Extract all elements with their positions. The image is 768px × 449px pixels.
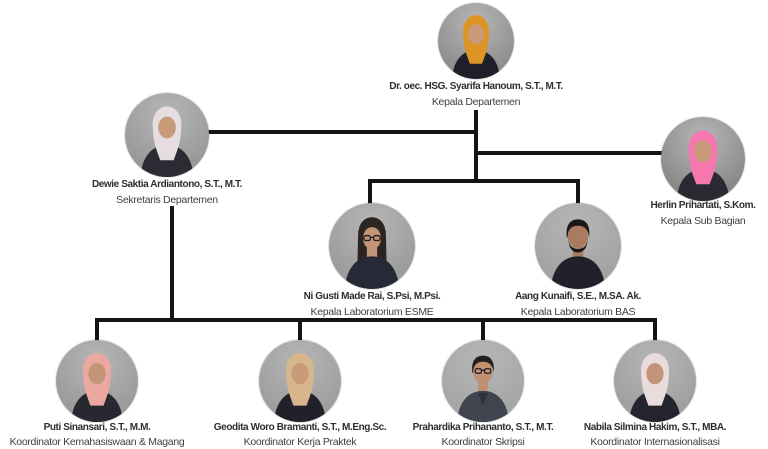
person-role: Koordinator Internasionalisasi bbox=[590, 436, 720, 448]
person-portrait-icon bbox=[550, 219, 606, 289]
person-role: Kepala Sub Bagian bbox=[660, 215, 746, 227]
person-name: Puti Sinansari, S.T., M.M. bbox=[43, 422, 151, 433]
profile-photo bbox=[125, 93, 209, 177]
connector-sekretaris-branch bbox=[207, 130, 478, 134]
connector-lab-bar bbox=[368, 179, 580, 183]
person-name: Aang Kunaifi, S.E., M.SA. Ak. bbox=[515, 291, 641, 302]
person-role: Koordinator Kemahasiswaan & Magang bbox=[9, 436, 185, 448]
connector-drop-puti bbox=[95, 318, 99, 344]
profile-photo bbox=[614, 340, 696, 422]
person-portrait-icon bbox=[140, 106, 194, 177]
person-name: Dewie Saktia Ardiantono, S.T., M.T. bbox=[91, 179, 243, 190]
person-role: Kepala Laboratorium BAS bbox=[520, 306, 636, 318]
person-portrait-icon bbox=[676, 130, 730, 201]
profile-photo bbox=[438, 3, 514, 79]
person-portrait-icon bbox=[456, 355, 510, 422]
person-portrait-icon bbox=[628, 353, 682, 422]
person-role: Koordinator Kerja Praktek bbox=[243, 436, 357, 448]
connector-drop-prahardika bbox=[481, 318, 485, 344]
connector-lab-drop-esme bbox=[368, 179, 372, 205]
profile-photo bbox=[661, 117, 745, 201]
person-portrait-icon bbox=[70, 353, 124, 422]
connector-drop-nabila bbox=[653, 318, 657, 344]
person-role: Koordinator Skripsi bbox=[441, 436, 525, 448]
connector-drop-geodita bbox=[298, 318, 302, 344]
person-portrait-icon bbox=[273, 353, 327, 422]
profile-photo bbox=[535, 203, 621, 289]
person-name: Nabila Silmina Hakim, S.T., MBA. bbox=[583, 422, 727, 433]
person-role: Kepala Departemen bbox=[431, 96, 521, 108]
person-name: Dr. oec. HSG. Syarifa Hanoum, S.T., M.T. bbox=[389, 81, 563, 92]
person-role: Kepala Laboratorium ESME bbox=[310, 306, 434, 318]
person-name: Prahardika Prihananto, S.T., M.T. bbox=[412, 422, 554, 433]
connector-kepala-trunk bbox=[474, 110, 478, 182]
connector-koordinator-bar bbox=[95, 318, 657, 322]
person-portrait-icon bbox=[451, 15, 501, 79]
profile-photo bbox=[442, 340, 524, 422]
profile-photo bbox=[329, 203, 415, 289]
person-role: Sekretaris Departemen bbox=[116, 194, 218, 206]
person-name: Geodita Woro Bramanti, S.T., M.Eng.Sc. bbox=[213, 422, 387, 433]
person-name: Herlin Prihartati, S.Kom. bbox=[650, 200, 756, 211]
connector-sekretaris-trunk bbox=[170, 206, 174, 320]
connector-lab-drop-bas bbox=[576, 179, 580, 205]
profile-photo bbox=[259, 340, 341, 422]
person-name: Ni Gusti Made Rai, S.Psi, M.Psi. bbox=[303, 291, 441, 302]
connector-sub-bagian-branch bbox=[474, 151, 666, 155]
profile-photo bbox=[56, 340, 138, 422]
person-portrait-icon bbox=[344, 217, 400, 289]
